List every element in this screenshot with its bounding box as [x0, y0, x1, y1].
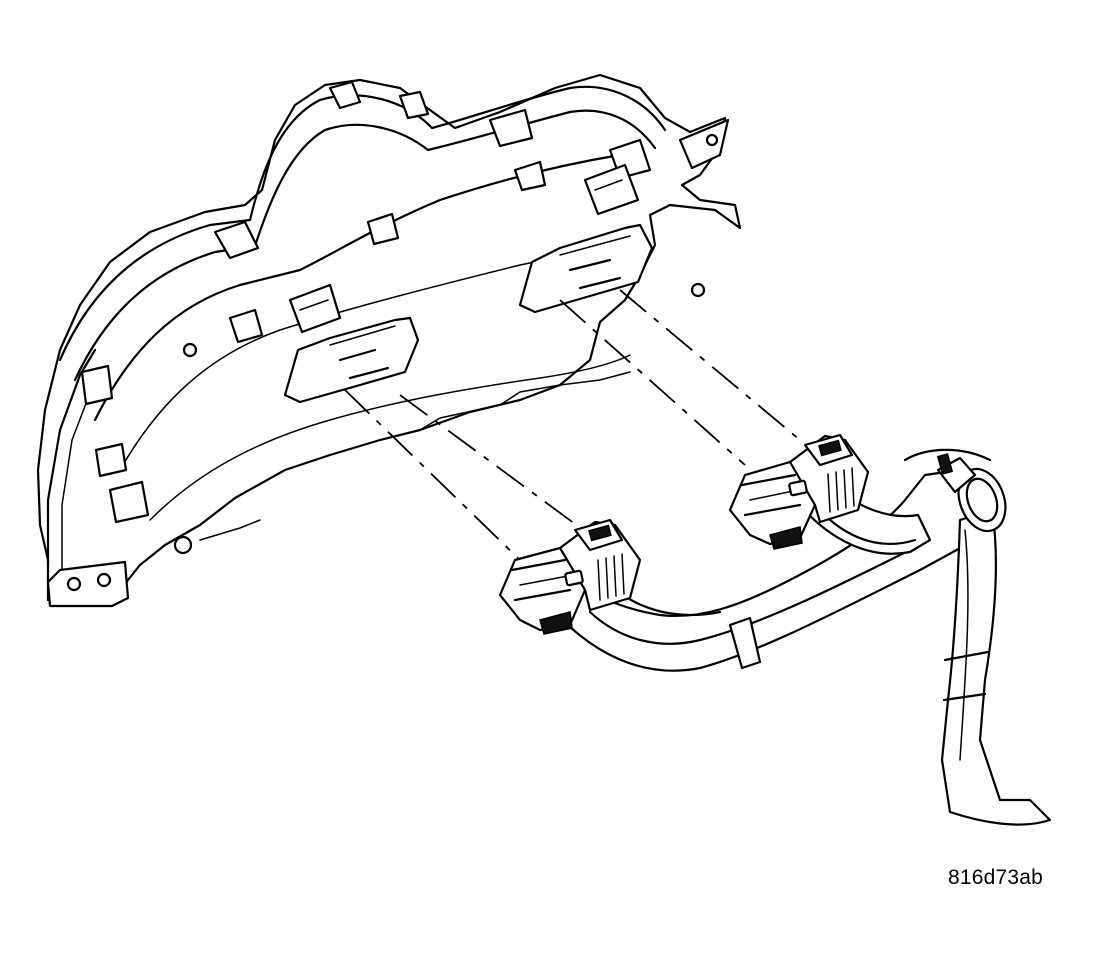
cluster-inner-rim	[73, 109, 657, 382]
cluster-connector-left	[498, 518, 642, 635]
rim-clips	[80, 80, 652, 524]
harness-vertical-trunk	[940, 508, 1052, 826]
mounting-hole-lower-left	[66, 576, 82, 592]
cluster-connector-right	[728, 433, 870, 550]
cluster-left-frame	[46, 348, 97, 567]
alignment-line-left-b	[399, 394, 591, 536]
cluster-rear-lower-line	[149, 354, 631, 521]
harness-retainer-clip	[936, 453, 1007, 533]
alignment-line-right-a	[559, 299, 746, 466]
mounting-tab-upper-right	[678, 118, 730, 170]
cluster-left-frame-inner	[61, 387, 93, 571]
cluster-receptacle-right	[518, 163, 654, 314]
alignment-lines	[344, 289, 801, 561]
alignment-line-right-b	[619, 289, 801, 441]
instrument-cluster-housing	[36, 73, 742, 608]
cluster-receptacle-left	[283, 283, 420, 404]
harness-tape-wrap	[728, 616, 762, 670]
mounting-hole-upper-right	[705, 133, 719, 147]
alignment-line-left-a	[344, 389, 521, 561]
rear-lower-detail	[419, 371, 631, 431]
figure-code-label: 816d73ab	[948, 866, 1044, 889]
rear-screw-hole-1	[182, 342, 198, 358]
rear-screw-hole-2	[690, 282, 706, 298]
mounting-hole-lower-left-2	[96, 572, 112, 588]
rear-bulb-socket	[173, 535, 193, 555]
mounting-tab-lower-left	[46, 560, 130, 608]
